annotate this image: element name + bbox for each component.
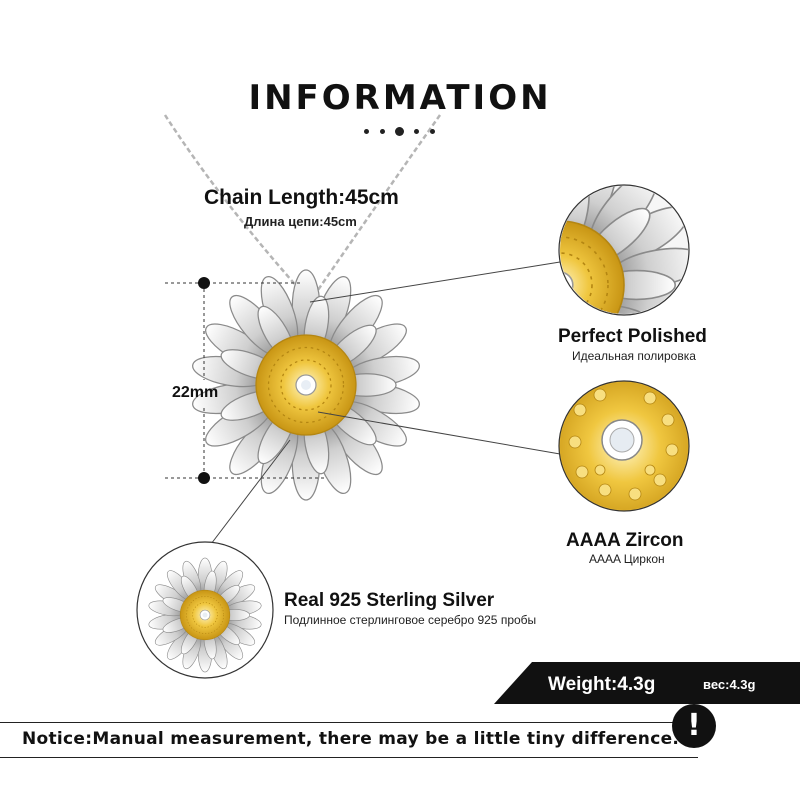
- chain: [163, 114, 442, 291]
- zircon-subtitle: AAAA Циркон: [589, 552, 665, 566]
- weight-banner: [494, 662, 800, 704]
- chain-length-label: Chain Length:45cm: [204, 186, 399, 209]
- leader-lines: [207, 261, 561, 549]
- weight-label: Weight:4.3g: [548, 674, 656, 695]
- title-decoration-dots: [358, 125, 442, 137]
- weight-label-ru: вес:4.3g: [703, 677, 756, 692]
- polished-subtitle: Идеальная полировка: [572, 349, 696, 363]
- pendant-size-label: 22mm: [172, 384, 219, 401]
- chain-length-label-ru: Длина цепи:45cm: [244, 214, 357, 229]
- main-pendant-flower: [189, 269, 423, 501]
- detail-silver-circle: [136, 541, 274, 679]
- notice-box: [0, 722, 698, 758]
- detail-polished-circle: [558, 184, 690, 316]
- page-title: INFORMATION: [248, 78, 552, 118]
- size-dimension: [165, 282, 325, 479]
- zircon-title: AAAA Zircon: [566, 530, 684, 551]
- notice-text: Notice:Manual measurement, there may be …: [22, 729, 680, 749]
- silver-title: Real 925 Sterling Silver: [284, 590, 495, 611]
- silver-subtitle: Подлинное стерлинговое серебро 925 пробы: [284, 613, 537, 627]
- polished-title: Perfect Polished: [558, 326, 707, 347]
- detail-zircon-circle: [558, 380, 690, 512]
- size-marker-top: [198, 277, 210, 289]
- exclamation-icon: !: [672, 704, 716, 748]
- size-marker-bottom: [198, 472, 210, 484]
